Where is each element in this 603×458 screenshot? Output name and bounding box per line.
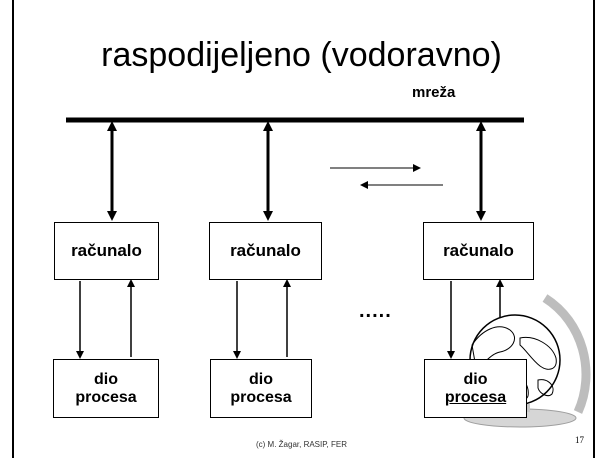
footer-credit: (c) M. Žagar, RASIP, FER (256, 440, 347, 449)
process-line1-3: dio (463, 370, 488, 388)
process-line1-2: dio (249, 370, 273, 388)
process-line2-3: procesa (444, 388, 507, 406)
process-box-3: dio procesa (424, 359, 527, 418)
process-line1-1: dio (94, 370, 118, 388)
computer-label-1: računalo (71, 241, 142, 260)
process-box-1: dio procesa (53, 359, 159, 418)
slide-title: raspodijeljeno (vodoravno) (101, 36, 502, 74)
computer-label-2: računalo (230, 241, 301, 260)
computer-label-3: računalo (443, 241, 514, 260)
process-line2-1: procesa (75, 388, 137, 406)
computer-box-1: računalo (54, 222, 159, 280)
process-box-2: dio procesa (210, 359, 312, 418)
process-line2-2: procesa (230, 388, 292, 406)
page-number: 17 (575, 435, 584, 445)
slide-frame (12, 0, 595, 458)
computer-box-2: računalo (209, 222, 322, 280)
ellipsis: ..... (359, 300, 392, 322)
network-label: mreža (412, 84, 456, 101)
computer-box-3: računalo (423, 222, 534, 280)
